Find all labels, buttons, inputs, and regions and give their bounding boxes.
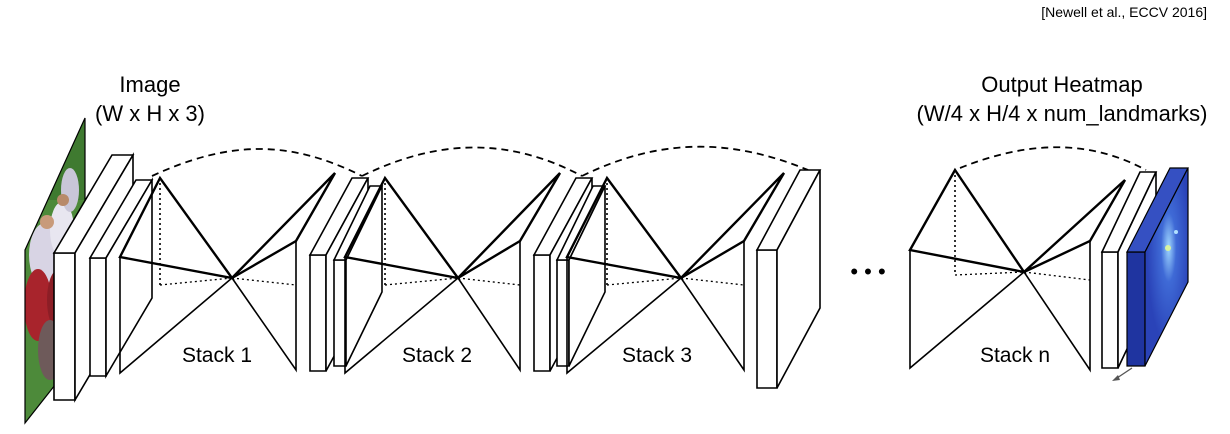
stack-label: Stack 1 xyxy=(182,344,252,367)
input-title: Image xyxy=(119,72,180,97)
input-layers xyxy=(52,152,154,403)
skip-connection xyxy=(581,145,809,177)
citation-text: [Newell et al., ECCV 2016] xyxy=(1041,4,1207,20)
input-layer-plate xyxy=(105,177,153,379)
hourglass-encoder-face xyxy=(566,256,683,375)
hourglass-stack xyxy=(565,172,786,375)
hourglass-stack xyxy=(908,167,1127,373)
intermediate-layers xyxy=(532,177,607,372)
hourglass-encoder-face xyxy=(344,256,460,375)
intermediate-layers xyxy=(755,169,822,389)
hourglass-encoder xyxy=(908,167,1027,274)
output-heatmap xyxy=(1126,167,1189,367)
hourglass-stack xyxy=(343,172,562,375)
stack-label: Stack n xyxy=(980,344,1050,367)
output-dims: (W/4 x H/4 x num_landmarks) xyxy=(917,101,1208,126)
hourglass-encoder-face xyxy=(909,249,1026,370)
intermediate-layers xyxy=(308,177,384,372)
skip-connection xyxy=(959,146,1147,171)
skip-connections xyxy=(151,145,1147,177)
input-layer-plate xyxy=(89,257,107,377)
input-dims: (W x H x 3) xyxy=(95,101,205,126)
skip-connection xyxy=(361,146,583,177)
hourglass-stack xyxy=(118,172,337,375)
output-arrow xyxy=(1112,367,1133,381)
hourglass-decoder-face xyxy=(679,239,745,373)
hourglass-decoder-face xyxy=(456,239,521,373)
skip-connection xyxy=(151,148,363,177)
hourglass-decoder-face xyxy=(230,239,297,373)
output-title: Output Heatmap xyxy=(981,72,1142,97)
hourglass-encoder-face xyxy=(119,256,234,375)
hourglass-decoder-face xyxy=(1022,239,1091,373)
input-layer-plate xyxy=(53,252,76,401)
stack-label: Stack 2 xyxy=(402,344,472,367)
stack-label: Stack 3 xyxy=(622,344,692,367)
ellipsis: • • • xyxy=(850,259,885,284)
